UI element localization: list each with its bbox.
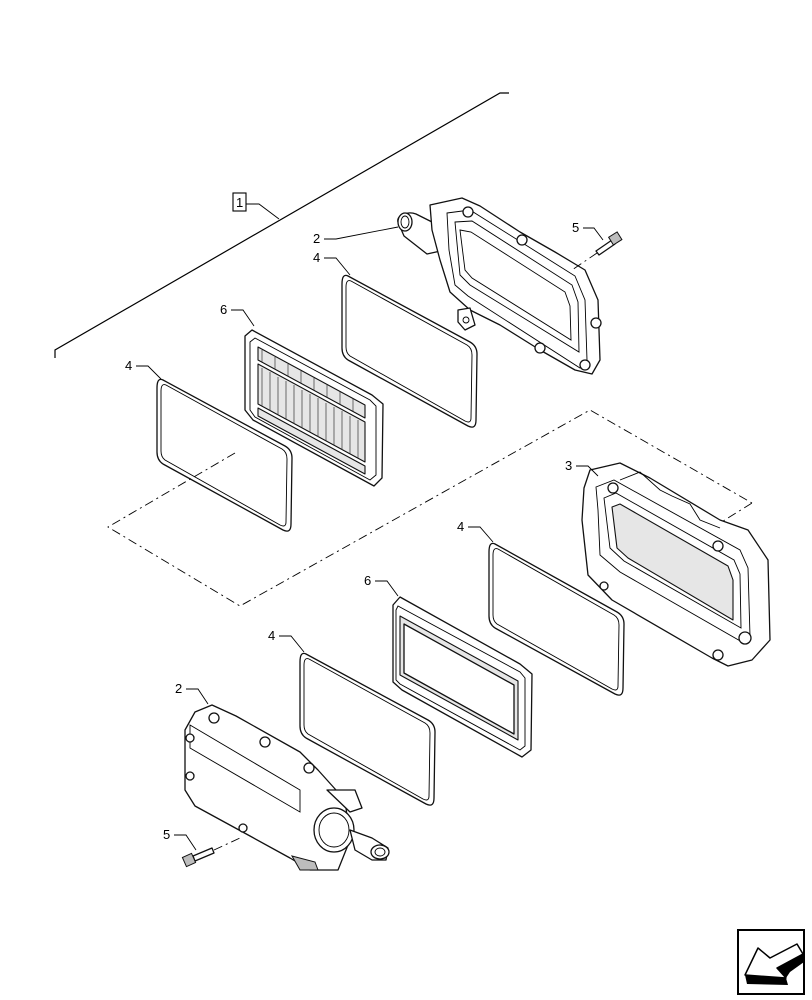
- callout-lower-cover-number: 2: [175, 681, 182, 696]
- callout-upper-bolt-number: 5: [572, 220, 579, 235]
- group-label-box[interactable]: 1: [232, 192, 280, 220]
- callout-left-seal-number: 4: [125, 358, 132, 373]
- callout-lower-bolt[interactable]: 5: [163, 827, 197, 851]
- lower-air-filter-cover: [184, 704, 390, 871]
- callout-left-seal[interactable]: 4: [125, 358, 162, 380]
- previous-page-arrow-icon[interactable]: [737, 929, 805, 995]
- lower-right-seal-gasket: [488, 542, 625, 696]
- callout-upper-bolt[interactable]: 5: [572, 220, 604, 241]
- lower-seal-gasket: [299, 652, 436, 806]
- upper-bolt: [571, 231, 623, 271]
- callout-upper-filter[interactable]: 6: [220, 302, 255, 327]
- lower-filter-housing: [581, 462, 771, 667]
- callout-lower-bolt-number: 5: [163, 827, 170, 842]
- upper-filter-element: [244, 329, 384, 487]
- callout-lower-cover[interactable]: 2: [175, 681, 209, 705]
- lower-bolt: [181, 837, 241, 868]
- callout-lower-seal[interactable]: 4: [268, 628, 305, 653]
- left-seal-gasket: [156, 378, 293, 532]
- callout-lower-right-seal-number: 4: [457, 519, 464, 534]
- callout-lower-seal-number: 4: [268, 628, 275, 643]
- callout-upper-seal-number: 4: [313, 250, 320, 265]
- callout-upper-seal[interactable]: 4: [313, 250, 351, 276]
- callout-lower-housing-number: 3: [565, 458, 572, 473]
- callout-upper-filter-number: 6: [220, 302, 227, 317]
- callout-lower-right-seal[interactable]: 4: [457, 519, 494, 543]
- upper-seal-gasket: [341, 274, 478, 428]
- callout-lower-filter[interactable]: 6: [364, 573, 399, 597]
- callout-upper-cover-number: 2: [313, 231, 320, 246]
- assembly-group-bracket: [54, 92, 509, 358]
- group-label-text: 1: [236, 195, 243, 210]
- lower-filter-element: [392, 596, 533, 758]
- upper-air-filter-cover: [397, 197, 602, 375]
- callout-lower-housing[interactable]: 3: [565, 458, 599, 477]
- callout-upper-cover[interactable]: 2: [313, 226, 399, 246]
- callout-lower-filter-number: 6: [364, 573, 371, 588]
